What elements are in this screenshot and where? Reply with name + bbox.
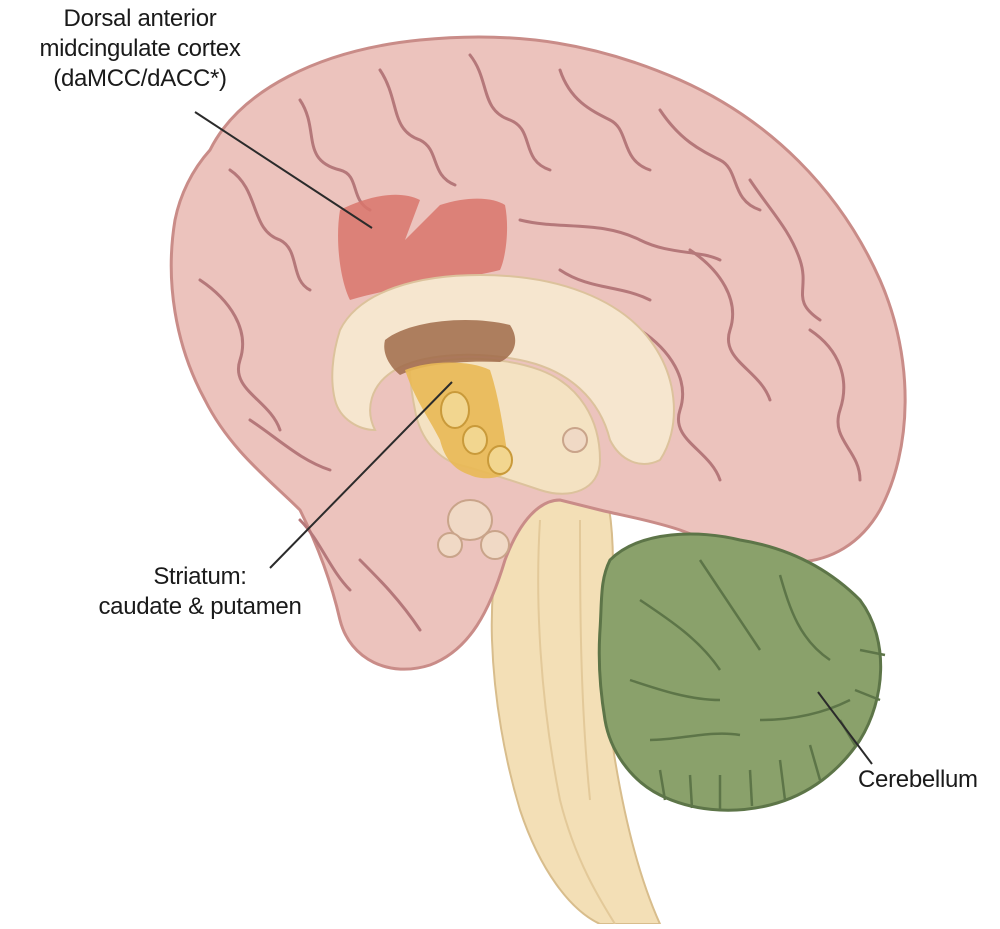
striatum-label-line2: caudate & putamen (70, 592, 330, 622)
striatum-label-line1: Striatum: (70, 562, 330, 592)
cerebellum-label: Cerebellum (858, 765, 1000, 795)
cerebellum (599, 534, 880, 810)
damcc-label-line2: midcingulate cortex (0, 34, 280, 64)
damcc-label-line3: (daMCC/dACC*) (0, 64, 280, 94)
striatum-label: Striatum: caudate & putamen (70, 562, 330, 622)
damcc-label: Dorsal anterior midcingulate cortex (daM… (0, 4, 280, 94)
damcc-label-line1: Dorsal anterior (0, 4, 280, 34)
